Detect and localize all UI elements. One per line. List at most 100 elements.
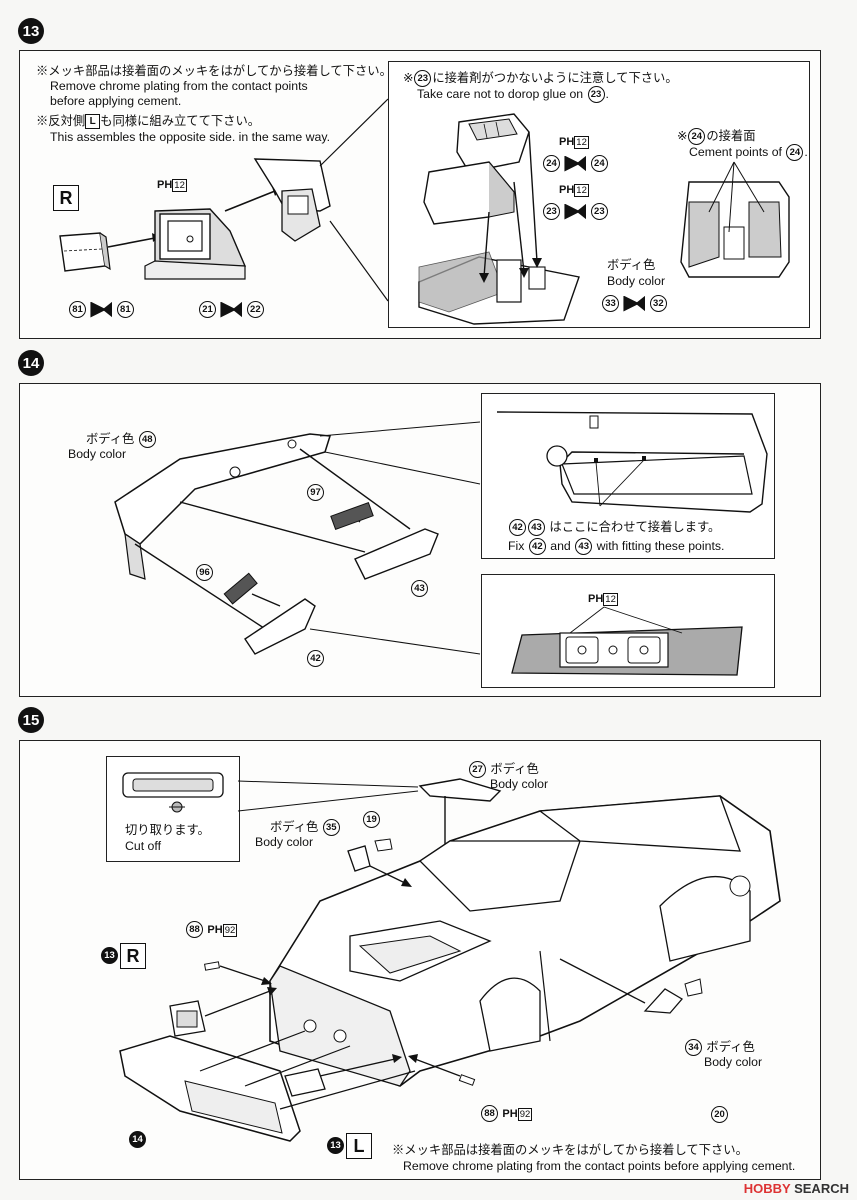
ref-13-r: 13	[100, 947, 119, 964]
step-14-panel: ボディ色 48 Body color	[19, 383, 821, 697]
part-23-right: 23	[590, 203, 608, 220]
part-21: 21	[199, 301, 216, 318]
chrome-note-en-1: Remove chrome plating from the contact p…	[50, 79, 308, 93]
fit-note-en-43: 43	[575, 538, 593, 555]
label-42: 42	[306, 650, 325, 667]
inset-paint-ref-1-num: 12	[574, 136, 589, 149]
cement-points-en: Cement points of 24.	[689, 144, 808, 161]
part-22: 22	[246, 301, 264, 318]
glue-warning-en-b: .	[605, 86, 609, 101]
ph92-b-code: PH	[502, 1107, 518, 1120]
reflector-drawing	[511, 606, 743, 676]
step-15-panel: 切り取ります。 Cut off 27 ボディ色 Body color 19 ボデ…	[19, 740, 821, 1180]
cement-points-en-text: Cement points of	[689, 144, 782, 159]
step-13-number: 13	[22, 22, 40, 40]
part-81-right: 81	[116, 301, 134, 318]
part-88b: 88	[481, 1105, 498, 1122]
cement-points-jp-b: の接着面	[706, 128, 756, 143]
fit-note-43: 43	[528, 519, 545, 536]
mirror-icon-b	[576, 155, 587, 172]
step-14-badge: 14	[18, 350, 44, 376]
inset-drawing	[418, 113, 790, 325]
footer-note-jp: ※メッキ部品は接着面のメッキをはがしてから接着して下さい。	[392, 1143, 748, 1157]
cut-off-en: Cut off	[125, 839, 162, 853]
inset-paint-ref-2-code: PH	[559, 184, 575, 196]
step-14-number: 14	[22, 354, 40, 372]
cut-off-jp: 切り取ります。	[125, 823, 210, 837]
fit-note-en: Fix 42 and 43 with fitting these points.	[508, 538, 724, 555]
part-33: 33	[602, 295, 619, 312]
fit-note-en-42: 42	[528, 538, 546, 555]
label-27-jp: ボディ色	[490, 761, 539, 776]
car-body-drawing	[119, 778, 781, 1142]
opposite-note-en: This assembles the opposite side. in the…	[50, 130, 331, 144]
inset-paint-ref-2-num: 12	[574, 184, 589, 197]
part-24-right: 24	[590, 155, 608, 172]
glue-warning-en-a: Take care not to dorop glue on	[417, 86, 584, 101]
label-27: 27 ボディ色	[468, 761, 539, 778]
glue-warning-en: Take care not to dorop glue on 23.	[417, 86, 609, 103]
mirror-icon-b	[576, 203, 587, 220]
step-13-left-drawing	[59, 158, 331, 280]
label-R-15: R	[120, 943, 146, 969]
label-27-en: Body color	[490, 777, 549, 791]
cut-off-drawing	[122, 772, 224, 813]
part-34: 34	[685, 1039, 702, 1056]
side-r-label: R	[53, 185, 79, 211]
glue-warning-jp-a: ※	[403, 70, 414, 85]
label-35-jp: ボディ色	[270, 819, 319, 834]
part-19: 19	[363, 811, 380, 828]
fit-points-drawing	[496, 411, 768, 513]
label-35: ボディ色 35	[270, 819, 341, 836]
body-color-14-en: Body color	[68, 447, 127, 461]
part-24-left: 24	[543, 155, 560, 172]
label-43: 43	[410, 580, 429, 597]
part-42: 42	[307, 650, 324, 667]
ph92-a-num: 92	[222, 923, 238, 937]
inset-14-paint-ref-num: 12	[603, 593, 618, 606]
inset-14-paint-ref-code: PH	[588, 593, 604, 605]
cut-off-inset: 切り取ります。 Cut off	[106, 756, 240, 862]
pair-81: 81 81	[68, 301, 135, 318]
callout-lines	[319, 98, 389, 302]
pair-24: 24 24	[542, 155, 609, 172]
mirror-icon-b	[635, 295, 646, 312]
ref-14: 14	[128, 1131, 147, 1148]
ref-step-13-b: 13	[327, 1137, 344, 1154]
step-15-badge: 15	[18, 707, 44, 733]
spoiler-drawing	[114, 421, 481, 655]
step-13-panel: ※メッキ部品は接着面のメッキをはがしてから接着して下さい。 Remove chr…	[19, 50, 821, 339]
part-20: 20	[711, 1106, 728, 1123]
label-35-en: Body color	[255, 835, 314, 849]
label-19: 19	[362, 811, 381, 828]
body-color-jp-13: ボディ色	[607, 258, 656, 272]
chrome-note-jp: ※メッキ部品は接着面のメッキをはがしてから接着して下さい。	[36, 64, 392, 78]
hobby-search-watermark: HOBBY SEARCH	[744, 1181, 849, 1196]
pair-23: 23 23	[542, 203, 609, 220]
ph92-a-code: PH	[207, 923, 223, 936]
part-97: 97	[307, 484, 324, 501]
part-81-left: 81	[69, 301, 86, 318]
pair-33-32: 33 32	[601, 295, 668, 312]
glue-warning-part: 23	[414, 70, 432, 87]
part-96: 96	[196, 564, 213, 581]
part-35: 35	[322, 819, 340, 836]
cement-points-jp-a: ※	[677, 128, 688, 143]
label-20: 20	[710, 1106, 729, 1123]
fit-note-en-b: with fitting these points.	[596, 538, 725, 553]
opposite-note-jp-b: も同様に組み立てて下さい。	[100, 114, 261, 128]
cement-points-en-end: .	[804, 144, 808, 159]
